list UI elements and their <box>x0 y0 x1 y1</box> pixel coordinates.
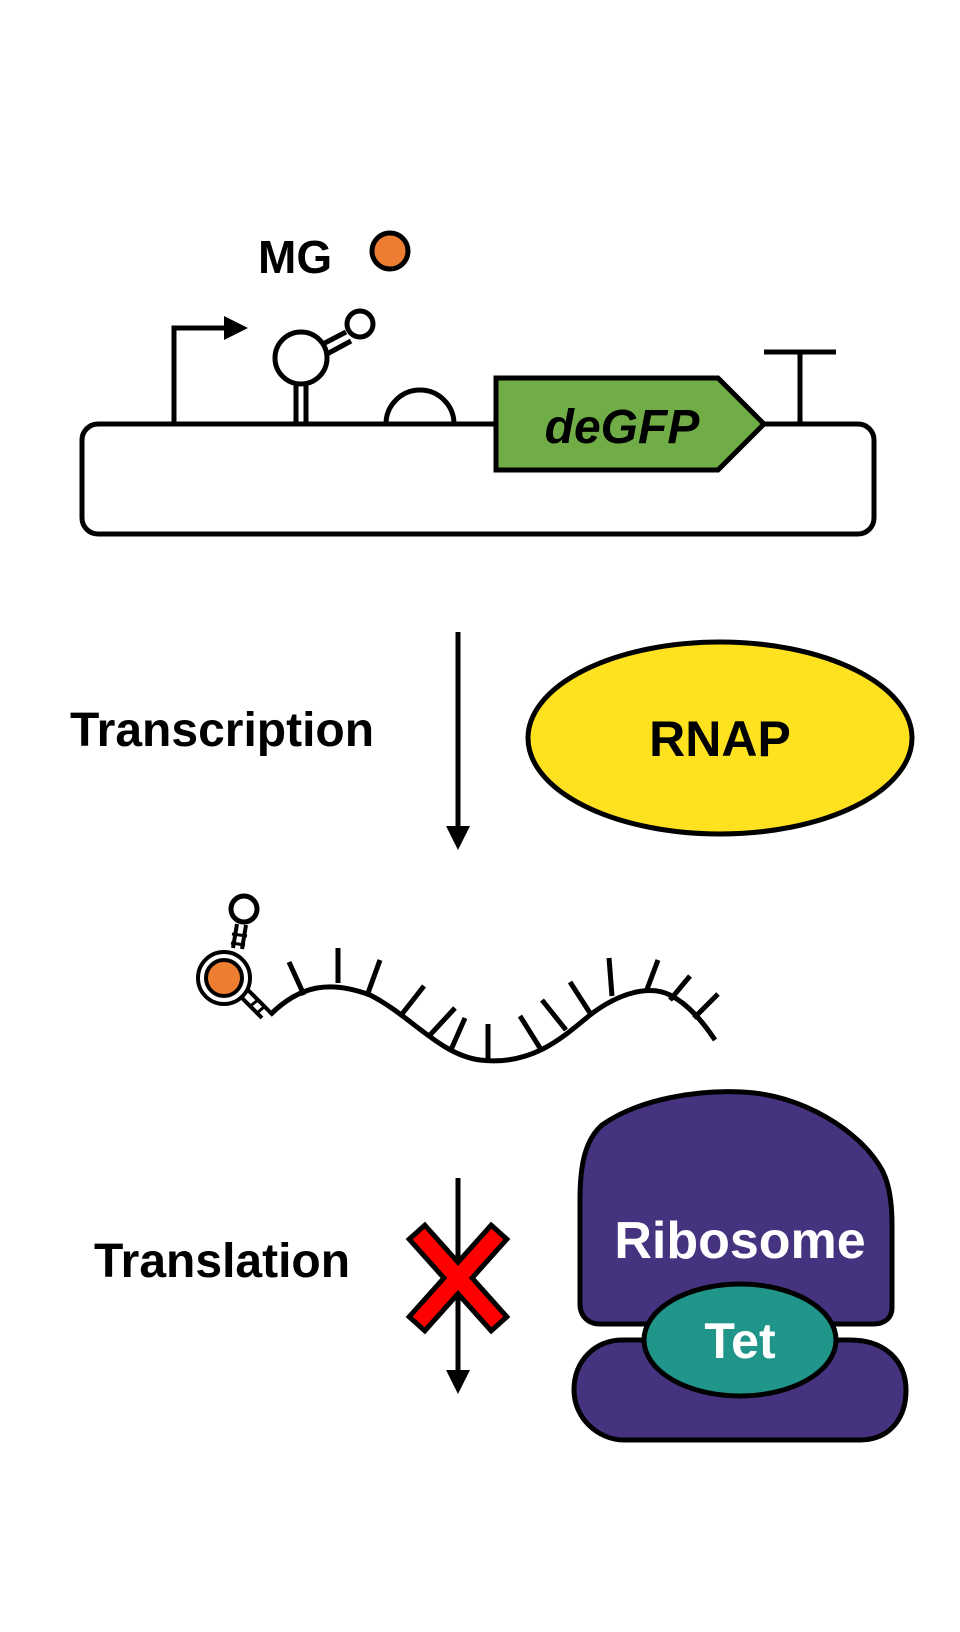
red-x-icon <box>405 1221 511 1335</box>
rnap-enzyme: RNAP <box>525 639 915 837</box>
gene-label: deGFP <box>545 401 701 454</box>
gene-cds: deGFP <box>493 375 768 473</box>
plasmid-backbone <box>79 421 877 537</box>
transcription-label: Transcription <box>70 704 374 757</box>
mrna-bases <box>286 948 720 1061</box>
aptamer-hairpin-icon <box>272 308 376 424</box>
tet-label: Tet <box>704 1313 776 1369</box>
promoter-arrow-icon <box>171 316 248 424</box>
mrna-strand <box>196 893 720 1064</box>
ribosome-large-subunit <box>577 1089 895 1327</box>
rnap-label: RNAP <box>649 711 791 767</box>
mg-label: MG <box>258 231 332 283</box>
mg-ligand-icon <box>369 230 411 272</box>
rbs-icon <box>383 387 457 427</box>
translation-label: Translation <box>94 1235 350 1288</box>
transcription-arrow <box>446 632 470 850</box>
ribosome-label: Ribosome <box>614 1212 865 1270</box>
bound-aptamer-icon <box>196 893 272 1020</box>
mrna-backbone <box>268 984 718 1064</box>
tet-molecule <box>641 1281 839 1399</box>
terminator-icon <box>764 349 836 424</box>
ribosome: Ribosome Tet <box>571 1089 909 1443</box>
dna-construct: deGFP <box>79 308 877 537</box>
